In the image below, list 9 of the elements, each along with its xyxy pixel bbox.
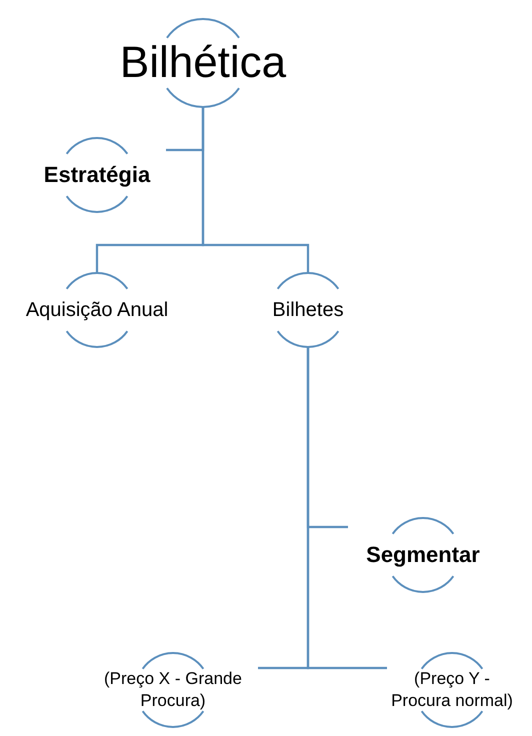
node-label: Bilhetes (272, 298, 344, 323)
connector-line (306, 347, 387, 670)
node-label: Estratégia (44, 160, 150, 189)
node-label: (Preço X - Grande Procura) (103, 668, 243, 712)
node-label: Aquisição Anual (26, 298, 168, 323)
node-label: Bilhética (120, 37, 286, 90)
connector-line (202, 107, 310, 273)
node-label: Segmentar (366, 540, 480, 569)
node-label: (Preço Y - Procura normal) (390, 668, 514, 712)
